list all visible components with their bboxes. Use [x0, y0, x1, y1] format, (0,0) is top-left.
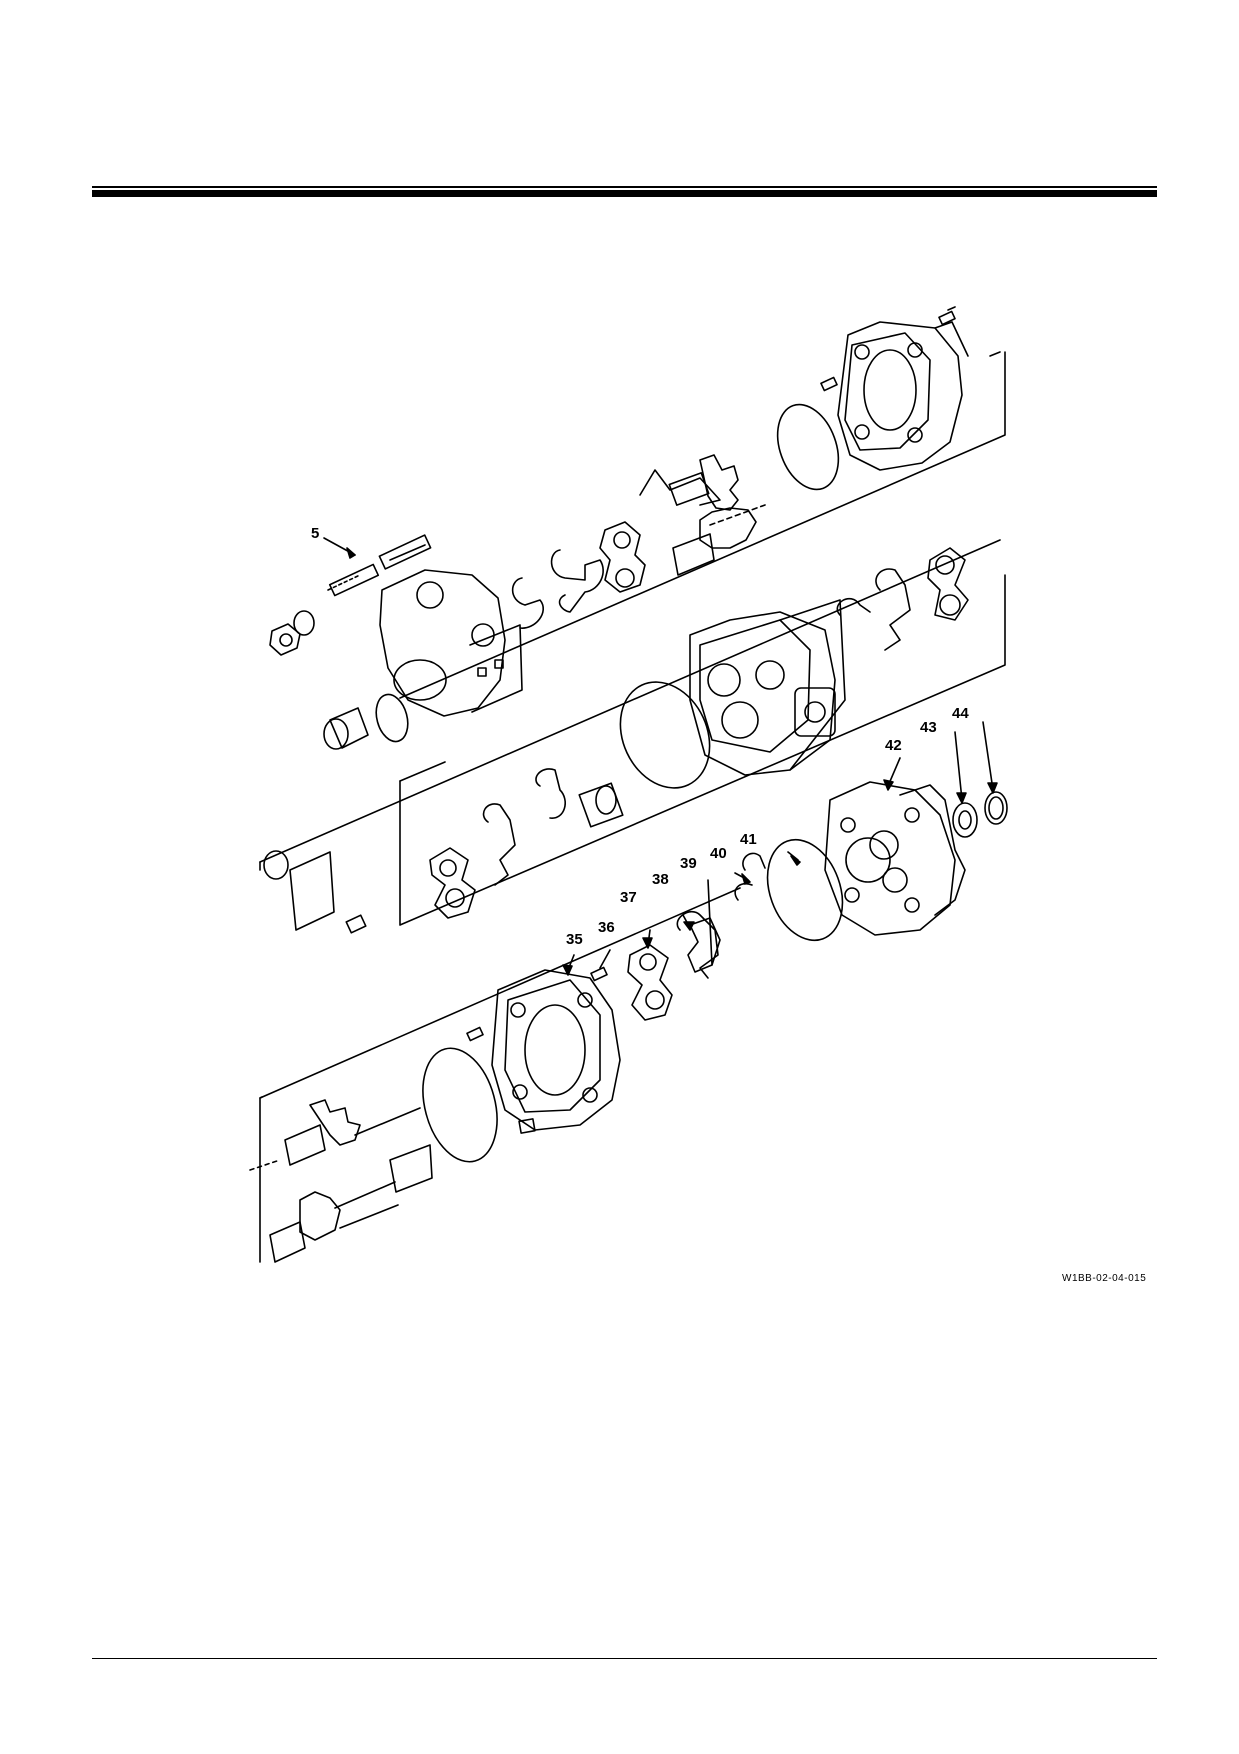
callout-40: 40	[710, 845, 727, 862]
callout-41: 41	[740, 831, 757, 848]
top-row-parts	[269, 306, 969, 750]
callout-36: 36	[598, 919, 615, 936]
figure-code: W1BB-02-04-015	[1062, 1273, 1147, 1284]
callout-38: 38	[652, 871, 669, 888]
callout-37: 37	[620, 889, 637, 906]
callout-42: 42	[885, 737, 902, 754]
header-rule-thick	[92, 190, 1157, 197]
header-rule-thin	[92, 186, 1157, 188]
section-frames	[259, 351, 1006, 1263]
callout-leaders	[323, 537, 998, 976]
middle-row-parts	[263, 547, 969, 934]
callout-44: 44	[952, 705, 969, 722]
callout-35: 35	[566, 931, 583, 948]
callout-43: 43	[920, 719, 937, 736]
footer-rule	[92, 1658, 1157, 1659]
callout-39: 39	[680, 855, 697, 872]
bottom-row-parts	[249, 781, 1008, 1263]
callout-5: 5	[311, 525, 319, 542]
